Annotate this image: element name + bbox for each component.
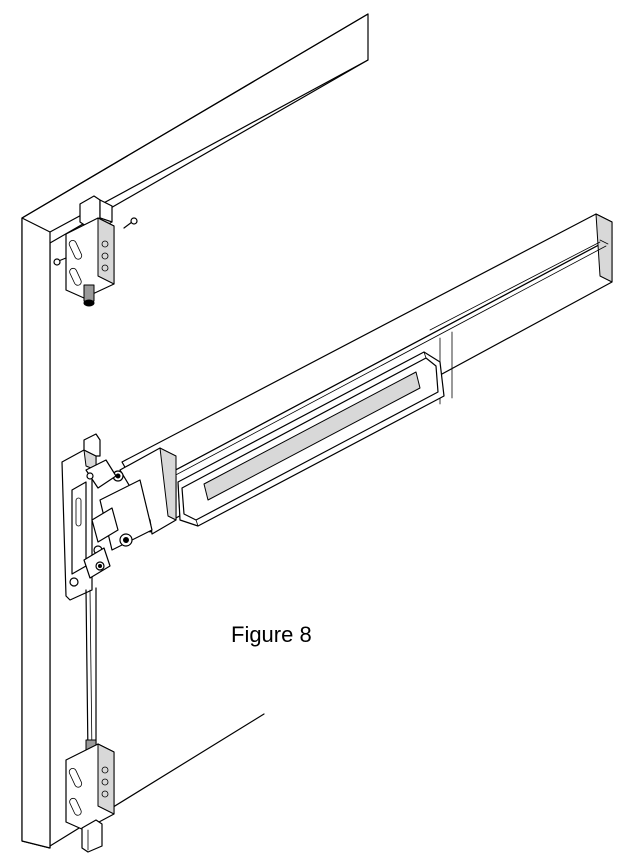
vertical-rod-bracket	[61, 433, 119, 601]
bottom-latch	[65, 739, 115, 853]
screw-left	[53, 257, 67, 266]
door-edge	[21, 217, 51, 849]
screw-right	[123, 217, 138, 229]
vertical-rod	[85, 587, 97, 757]
center-case	[93, 447, 177, 555]
figure-caption: Figure 8	[231, 622, 312, 647]
top-latch	[53, 195, 138, 307]
door	[21, 13, 369, 849]
touch-pad	[177, 351, 445, 527]
